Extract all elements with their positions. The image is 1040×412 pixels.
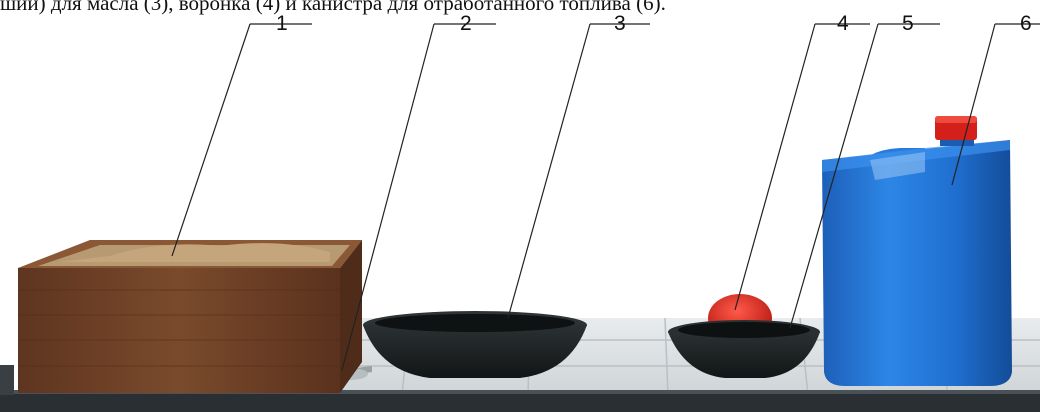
label-2: 2 (460, 13, 472, 34)
label-6: 6 (1020, 13, 1032, 34)
label-4: 4 (837, 13, 849, 34)
sand-box (18, 240, 362, 393)
label-1: 1 (276, 13, 288, 34)
label-3: 3 (614, 13, 626, 34)
label-5: 5 (902, 13, 914, 34)
canister (822, 116, 1012, 386)
